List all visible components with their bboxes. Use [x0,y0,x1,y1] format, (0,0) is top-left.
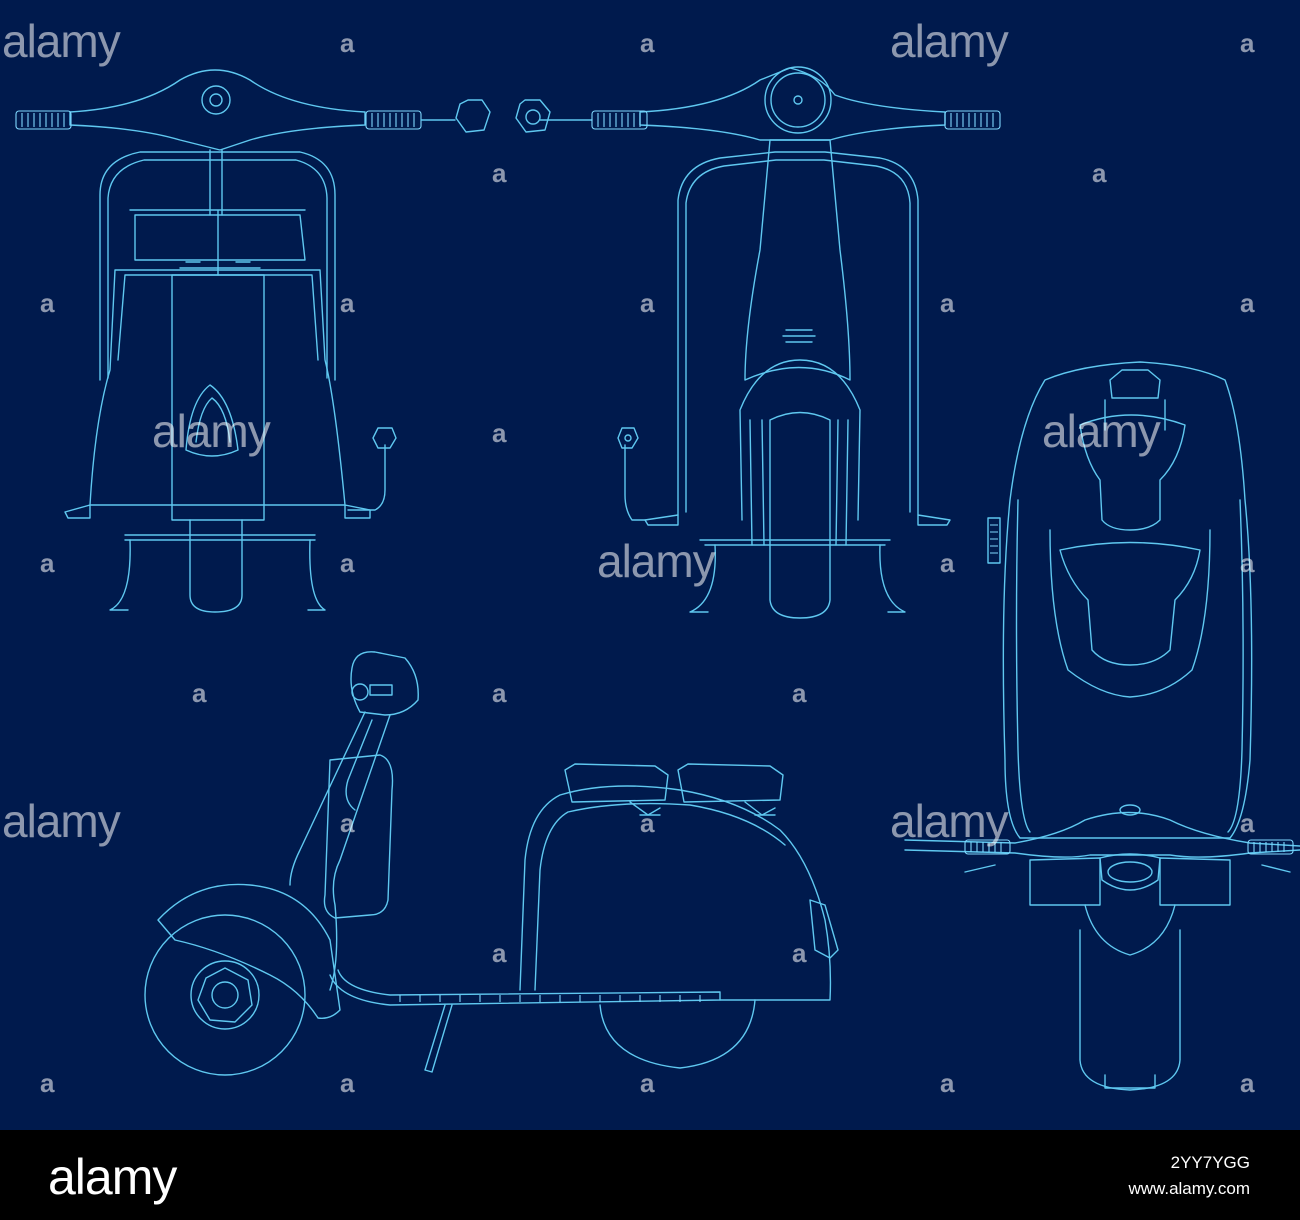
watermark-mark: a [492,418,507,448]
watermark-mark: a [640,808,655,838]
watermark-mark: a [1240,808,1255,838]
site-url[interactable]: www.alamy.com [1128,1179,1250,1198]
watermark-mark: a [640,288,655,318]
watermark-mark: a [640,28,655,58]
watermark: alamy [597,535,716,587]
scooter-blueprint-drawing [15,66,1300,1091]
watermark-mark: a [340,288,355,318]
watermark-mark: a [492,158,507,188]
watermark-mark: a [340,548,355,578]
watermark: alamy [152,405,271,457]
watermark-mark: a [340,28,355,58]
watermark: alamy [1042,405,1161,457]
watermark: alamy [890,795,1009,847]
watermark-mark: a [492,938,507,968]
image-id: 2YY7YGG [1170,1153,1250,1172]
watermark-mark: a [1240,28,1255,58]
watermark: alamy [2,795,121,847]
watermark: alamy [2,15,121,67]
watermark-mark: a [940,1068,955,1098]
watermark-mark: a [640,1068,655,1098]
watermark: alamy [890,15,1009,67]
watermark-mark: a [40,548,55,578]
footer-logo[interactable]: alamy [48,1149,177,1205]
scooter-side-view [144,651,839,1076]
watermark-mark: a [340,1068,355,1098]
watermark-mark: a [340,808,355,838]
scooter-top-view [904,361,1300,1091]
watermark-mark: a [940,548,955,578]
blueprint-canvas: alamy alamy alamy alamy alamy alamy alam… [0,0,1300,1130]
watermark-mark: a [40,1068,55,1098]
watermark-mark: a [1240,288,1255,318]
watermark-mark: a [1092,158,1107,188]
watermark-mark: a [1240,548,1255,578]
watermark-mark: a [192,678,207,708]
watermark-mark: a [1240,1068,1255,1098]
scooter-front-view [591,66,1001,619]
watermark-mark: a [940,288,955,318]
footer-bar: alamy 2YY7YGG www.alamy.com [0,1130,1300,1220]
watermark-mark: a [492,678,507,708]
watermark-mark: a [40,288,55,318]
scooter-rear-view [15,69,593,613]
watermark-mark: a [792,938,807,968]
footer-meta: 2YY7YGG www.alamy.com [1128,1152,1250,1200]
watermark-mark: a [792,678,807,708]
